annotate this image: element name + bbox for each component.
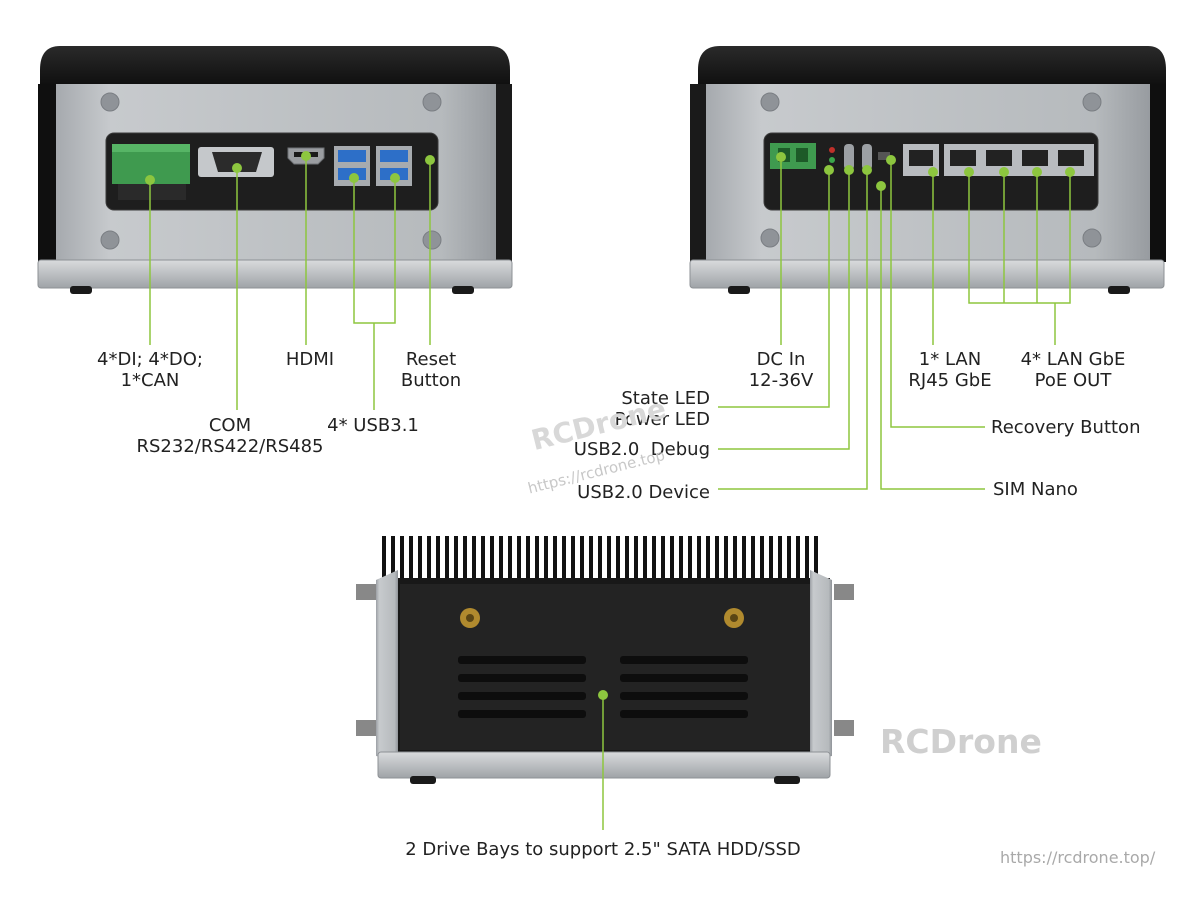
terminal-block-icon bbox=[112, 144, 190, 200]
label-lan4: 4* LAN GbE PoE OUT bbox=[1005, 349, 1141, 391]
watermark-brand: RCDrone bbox=[880, 722, 1042, 761]
rear-callout-dots bbox=[776, 152, 1075, 191]
label-reset-button: Reset Button bbox=[385, 349, 477, 391]
label-reset-line2: Button bbox=[400, 370, 462, 391]
label-sim-nano: SIM Nano bbox=[993, 479, 1078, 500]
label-dc-in-line2: 12-36V bbox=[748, 370, 814, 391]
front-callouts bbox=[149, 156, 431, 410]
label-com-line2: RS232/RS422/RS485 bbox=[136, 436, 324, 457]
watermark-url: https://rcdrone.top/ bbox=[1000, 848, 1156, 867]
label-reset-line1: Reset bbox=[405, 349, 457, 370]
bottom-callout bbox=[598, 690, 608, 830]
label-lan1: 1* LAN RJ45 GbE bbox=[895, 349, 1005, 391]
rear-callouts bbox=[718, 157, 1071, 490]
label-dc-in: DC In 12-36V bbox=[735, 349, 827, 391]
antenna-connector-icon bbox=[460, 608, 744, 628]
front-callout-dots bbox=[145, 151, 435, 185]
usb-port-icon bbox=[334, 146, 412, 186]
db9-port-icon bbox=[198, 147, 274, 177]
label-di-do-can-line1: 4*DI; 4*DO; bbox=[97, 349, 203, 370]
front-device bbox=[37, 46, 513, 294]
label-com: COM RS232/RS422/RS485 bbox=[120, 415, 340, 457]
bottom-device bbox=[356, 536, 854, 784]
label-drive-bays: 2 Drive Bays to support 2.5" SATA HDD/SS… bbox=[405, 839, 801, 860]
label-di-do-can-line2: 1*CAN bbox=[120, 370, 180, 391]
label-usb-debug: USB2.0 Debug bbox=[573, 439, 710, 460]
heatsink-fins-icon bbox=[382, 536, 818, 584]
label-usb31: 4* USB3.1 bbox=[327, 415, 419, 436]
label-dc-in-line1: DC In bbox=[756, 349, 806, 370]
usb-c-port-icon bbox=[844, 144, 872, 170]
label-recovery-button: Recovery Button bbox=[991, 417, 1141, 438]
label-state-led-line2: Power LED bbox=[614, 409, 710, 430]
label-lan1-line1: 1* LAN bbox=[918, 349, 982, 370]
label-lan4-line1: 4* LAN GbE bbox=[1020, 349, 1126, 370]
label-hdmi: HDMI bbox=[285, 349, 335, 370]
label-state-led-line1: State LED bbox=[621, 388, 710, 409]
rear-device bbox=[689, 46, 1166, 294]
label-lan4-line2: PoE OUT bbox=[1034, 370, 1112, 391]
label-state-led: State LED Power LED bbox=[560, 388, 710, 430]
label-lan1-line2: RJ45 GbE bbox=[908, 370, 992, 391]
label-com-line1: COM bbox=[208, 415, 252, 436]
label-di-do-can: 4*DI; 4*DO; 1*CAN bbox=[80, 349, 220, 391]
label-usb-device: USB2.0 Device bbox=[577, 482, 710, 503]
